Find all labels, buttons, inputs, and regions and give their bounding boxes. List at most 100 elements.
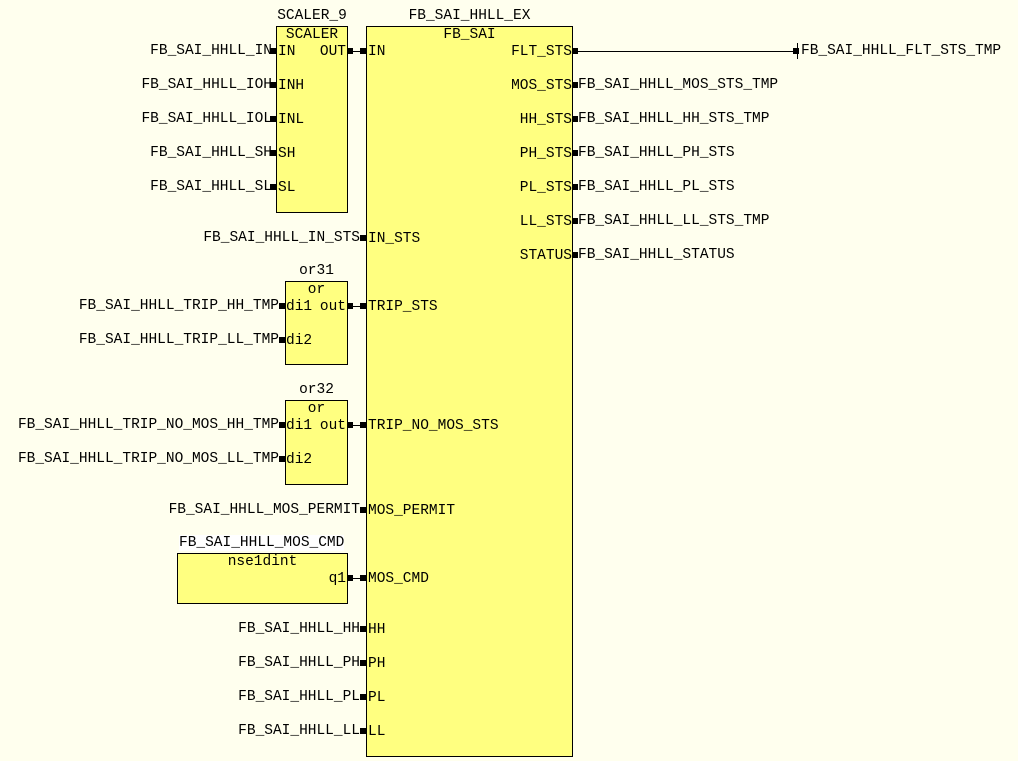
scaler-pin-out: OUT	[319, 44, 346, 60]
pin-label: LL_STS	[519, 214, 572, 230]
signal-label: FB_SAI_HHLL_PL	[238, 689, 360, 705]
pin-label: out	[319, 299, 346, 315]
pin[interactable]	[572, 116, 578, 122]
signal-label: FB_SAI_HHLL_STATUS	[578, 247, 735, 263]
signal-label: FB_SAI_HHLL_SH	[150, 145, 272, 161]
signal-label: FB_SAI_HHLL_MOS_PERMIT	[168, 502, 360, 518]
nse1dint-block[interactable]: nse1dint q1	[177, 553, 348, 604]
pin[interactable]	[279, 422, 285, 428]
pin-label: PH_STS	[519, 146, 572, 162]
pin[interactable]	[347, 48, 353, 54]
signal-label: FB_SAI_HHLL_LL_STS_TMP	[578, 213, 770, 229]
pin[interactable]	[270, 48, 276, 54]
signal-label: FB_SAI_HHLL_TRIP_LL_TMP	[78, 332, 279, 348]
pin-label: q1	[328, 571, 346, 587]
wire	[353, 306, 361, 307]
pin[interactable]	[270, 82, 276, 88]
pin[interactable]	[360, 507, 366, 513]
signal-label: FB_SAI_HHLL_TRIP_HH_TMP	[78, 298, 279, 314]
pin[interactable]	[279, 456, 285, 462]
pin[interactable]	[572, 150, 578, 156]
pin-label: di1	[286, 418, 313, 434]
pin[interactable]	[347, 422, 353, 428]
pin[interactable]	[279, 303, 285, 309]
pin[interactable]	[360, 728, 366, 734]
or32-block[interactable]: or di1 di2 out	[285, 400, 348, 485]
pin-label: PH	[368, 656, 386, 672]
scaler-instance-name: SCALER_9	[277, 8, 347, 24]
signal-label: FB_SAI_HHLL_PH	[238, 655, 360, 671]
scaler-type: SCALER	[285, 27, 339, 43]
pin[interactable]	[360, 575, 366, 581]
pin-label: MOS_STS	[511, 78, 572, 94]
pin[interactable]	[572, 184, 578, 190]
wire	[353, 578, 361, 579]
scaler-pin-sh: SH	[278, 146, 296, 162]
scaler-pin-in: IN	[278, 44, 296, 60]
pin[interactable]	[360, 235, 366, 241]
scaler-pin-inl: INL	[278, 112, 305, 128]
or32-instance-name: or32	[299, 382, 334, 398]
pin[interactable]	[360, 422, 366, 428]
pin[interactable]	[360, 626, 366, 632]
signal-label: FB_SAI_HHLL_TRIP_NO_MOS_HH_TMP	[17, 417, 279, 433]
pin[interactable]	[279, 337, 285, 343]
pin[interactable]	[572, 252, 578, 258]
pin[interactable]	[270, 150, 276, 156]
pin[interactable]	[360, 660, 366, 666]
scaler-block[interactable]: SCALER IN INH INL SH SL OUT	[276, 26, 348, 213]
wire	[353, 425, 361, 426]
pin-label: IN	[368, 44, 386, 60]
pin[interactable]	[270, 184, 276, 190]
pin-label: MOS_CMD	[368, 571, 429, 587]
pin-label: HH	[368, 622, 386, 638]
pin[interactable]	[360, 694, 366, 700]
pin[interactable]	[572, 82, 578, 88]
or31-type: or	[307, 282, 326, 298]
signal-label: FB_SAI_HHLL_SL	[150, 179, 272, 195]
pin-label: FLT_STS	[511, 44, 572, 60]
pin-label: out	[319, 418, 346, 434]
signal-label: FB_SAI_HHLL_IOH	[141, 77, 272, 93]
pin[interactable]	[572, 218, 578, 224]
pin-label: di2	[286, 333, 313, 349]
pin-label: di1	[286, 299, 313, 315]
pin[interactable]	[347, 303, 353, 309]
signal-label: FB_SAI_HHLL_HH	[238, 621, 360, 637]
scaler-pin-sl: SL	[278, 180, 296, 196]
pin[interactable]	[347, 575, 353, 581]
pin-label: STATUS	[519, 248, 572, 264]
pin-label: IN_STS	[368, 231, 421, 247]
signal-label: FB_SAI_HHLL_IN	[150, 43, 272, 59]
pin-label: TRIP_STS	[368, 299, 438, 315]
pin-label: MOS_PERMIT	[368, 503, 456, 519]
pin[interactable]	[360, 303, 366, 309]
main-type: FB_SAI	[443, 27, 496, 43]
wire	[353, 51, 361, 52]
signal-label: FB_SAI_HHLL_HH_STS_TMP	[578, 111, 770, 127]
pin-label: PL_STS	[519, 180, 572, 196]
connector-tick	[797, 43, 798, 59]
pin-label: di2	[286, 452, 313, 468]
pin-label: PL	[368, 690, 386, 706]
signal-label: FB_SAI_HHLL_FLT_STS_TMP	[801, 43, 1002, 59]
signal-label: FB_SAI_HHLL_MOS_STS_TMP	[578, 77, 779, 93]
fb-sai-block[interactable]: FB_SAI IN IN_STS TRIP_STS TRIP_NO_MOS_ST…	[366, 26, 573, 757]
nse-type: nse1dint	[227, 554, 298, 570]
signal-label: FB_SAI_HHLL_TRIP_NO_MOS_LL_TMP	[17, 451, 279, 467]
wire	[578, 51, 796, 52]
pin[interactable]	[572, 48, 578, 54]
pin-label: HH_STS	[519, 112, 572, 128]
connector-marker[interactable]	[793, 48, 799, 54]
or31-block[interactable]: or di1 di2 out	[285, 281, 348, 365]
nse-instance-name: FB_SAI_HHLL_MOS_CMD	[179, 535, 345, 551]
or31-instance-name: or31	[299, 263, 334, 279]
main-instance-name: FB_SAI_HHLL_EX	[408, 8, 531, 24]
pin[interactable]	[270, 116, 276, 122]
pin-label: LL	[368, 724, 386, 740]
signal-label: FB_SAI_HHLL_IOL	[141, 111, 272, 127]
signal-label: FB_SAI_HHLL_PL_STS	[578, 179, 735, 195]
pin[interactable]	[360, 48, 366, 54]
or32-type: or	[307, 401, 326, 417]
